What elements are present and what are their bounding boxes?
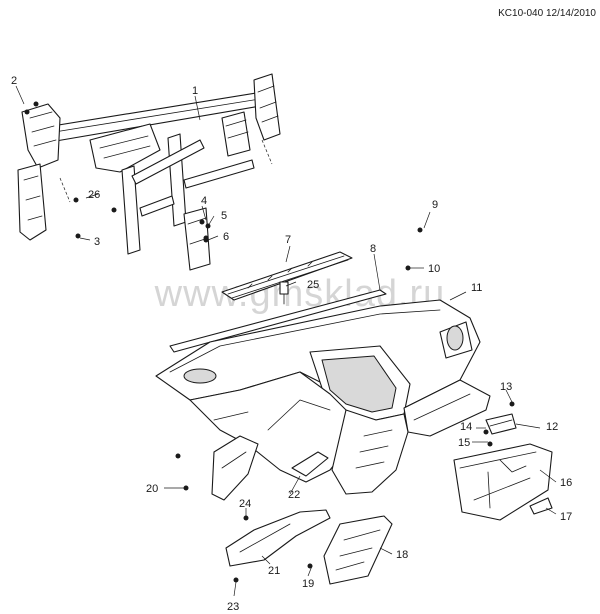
callout-14: 14: [460, 421, 472, 433]
callout-17: 17: [560, 511, 572, 523]
callout-22: 22: [288, 489, 300, 501]
callout-11: 11: [471, 282, 482, 294]
console-extension: [323, 515, 393, 585]
diagram-id: KC10-040 12/14/2010: [498, 8, 596, 19]
trim-strip: [169, 289, 387, 353]
callout-23: 23: [227, 601, 239, 613]
callout-8: 8: [370, 243, 376, 255]
callout-26: 26: [88, 189, 100, 201]
callout-25: 25: [307, 279, 319, 291]
callout-4: 4: [201, 195, 207, 207]
leader-lines: [15, 85, 557, 597]
instrument-panel: [155, 299, 491, 501]
callout-16: 16: [560, 477, 572, 489]
glove-box: [453, 443, 553, 521]
callout-7: 7: [285, 234, 291, 246]
callout-10: 10: [428, 263, 440, 275]
bracket-14: [485, 413, 517, 435]
callout-19: 19: [302, 578, 314, 590]
defroster-grille: [221, 251, 353, 301]
glove-box-handle: [529, 497, 553, 515]
panel-fasteners: [175, 223, 515, 583]
callout-13: 13: [500, 381, 512, 393]
callout-21: 21: [268, 565, 280, 577]
callout-20: 20: [146, 483, 158, 495]
callout-9: 9: [432, 199, 438, 211]
cross-car-beam: [17, 73, 281, 271]
callout-1: 1: [192, 85, 198, 97]
clip-25: [279, 281, 289, 305]
callout-15: 15: [458, 437, 470, 449]
callout-18: 18: [396, 549, 408, 561]
callout-2: 2: [11, 75, 17, 87]
callout-5: 5: [221, 210, 227, 222]
callout-6: 6: [223, 231, 229, 243]
callout-24: 24: [239, 498, 251, 510]
callout-labels: 1 2 3 4 5 6 7 8 9 10 11 12 13 14 15 16 1…: [11, 75, 572, 613]
callout-3: 3: [94, 236, 100, 248]
callout-12: 12: [546, 421, 558, 433]
bracket-22: [291, 451, 329, 477]
lower-trim-panel: [225, 509, 331, 567]
